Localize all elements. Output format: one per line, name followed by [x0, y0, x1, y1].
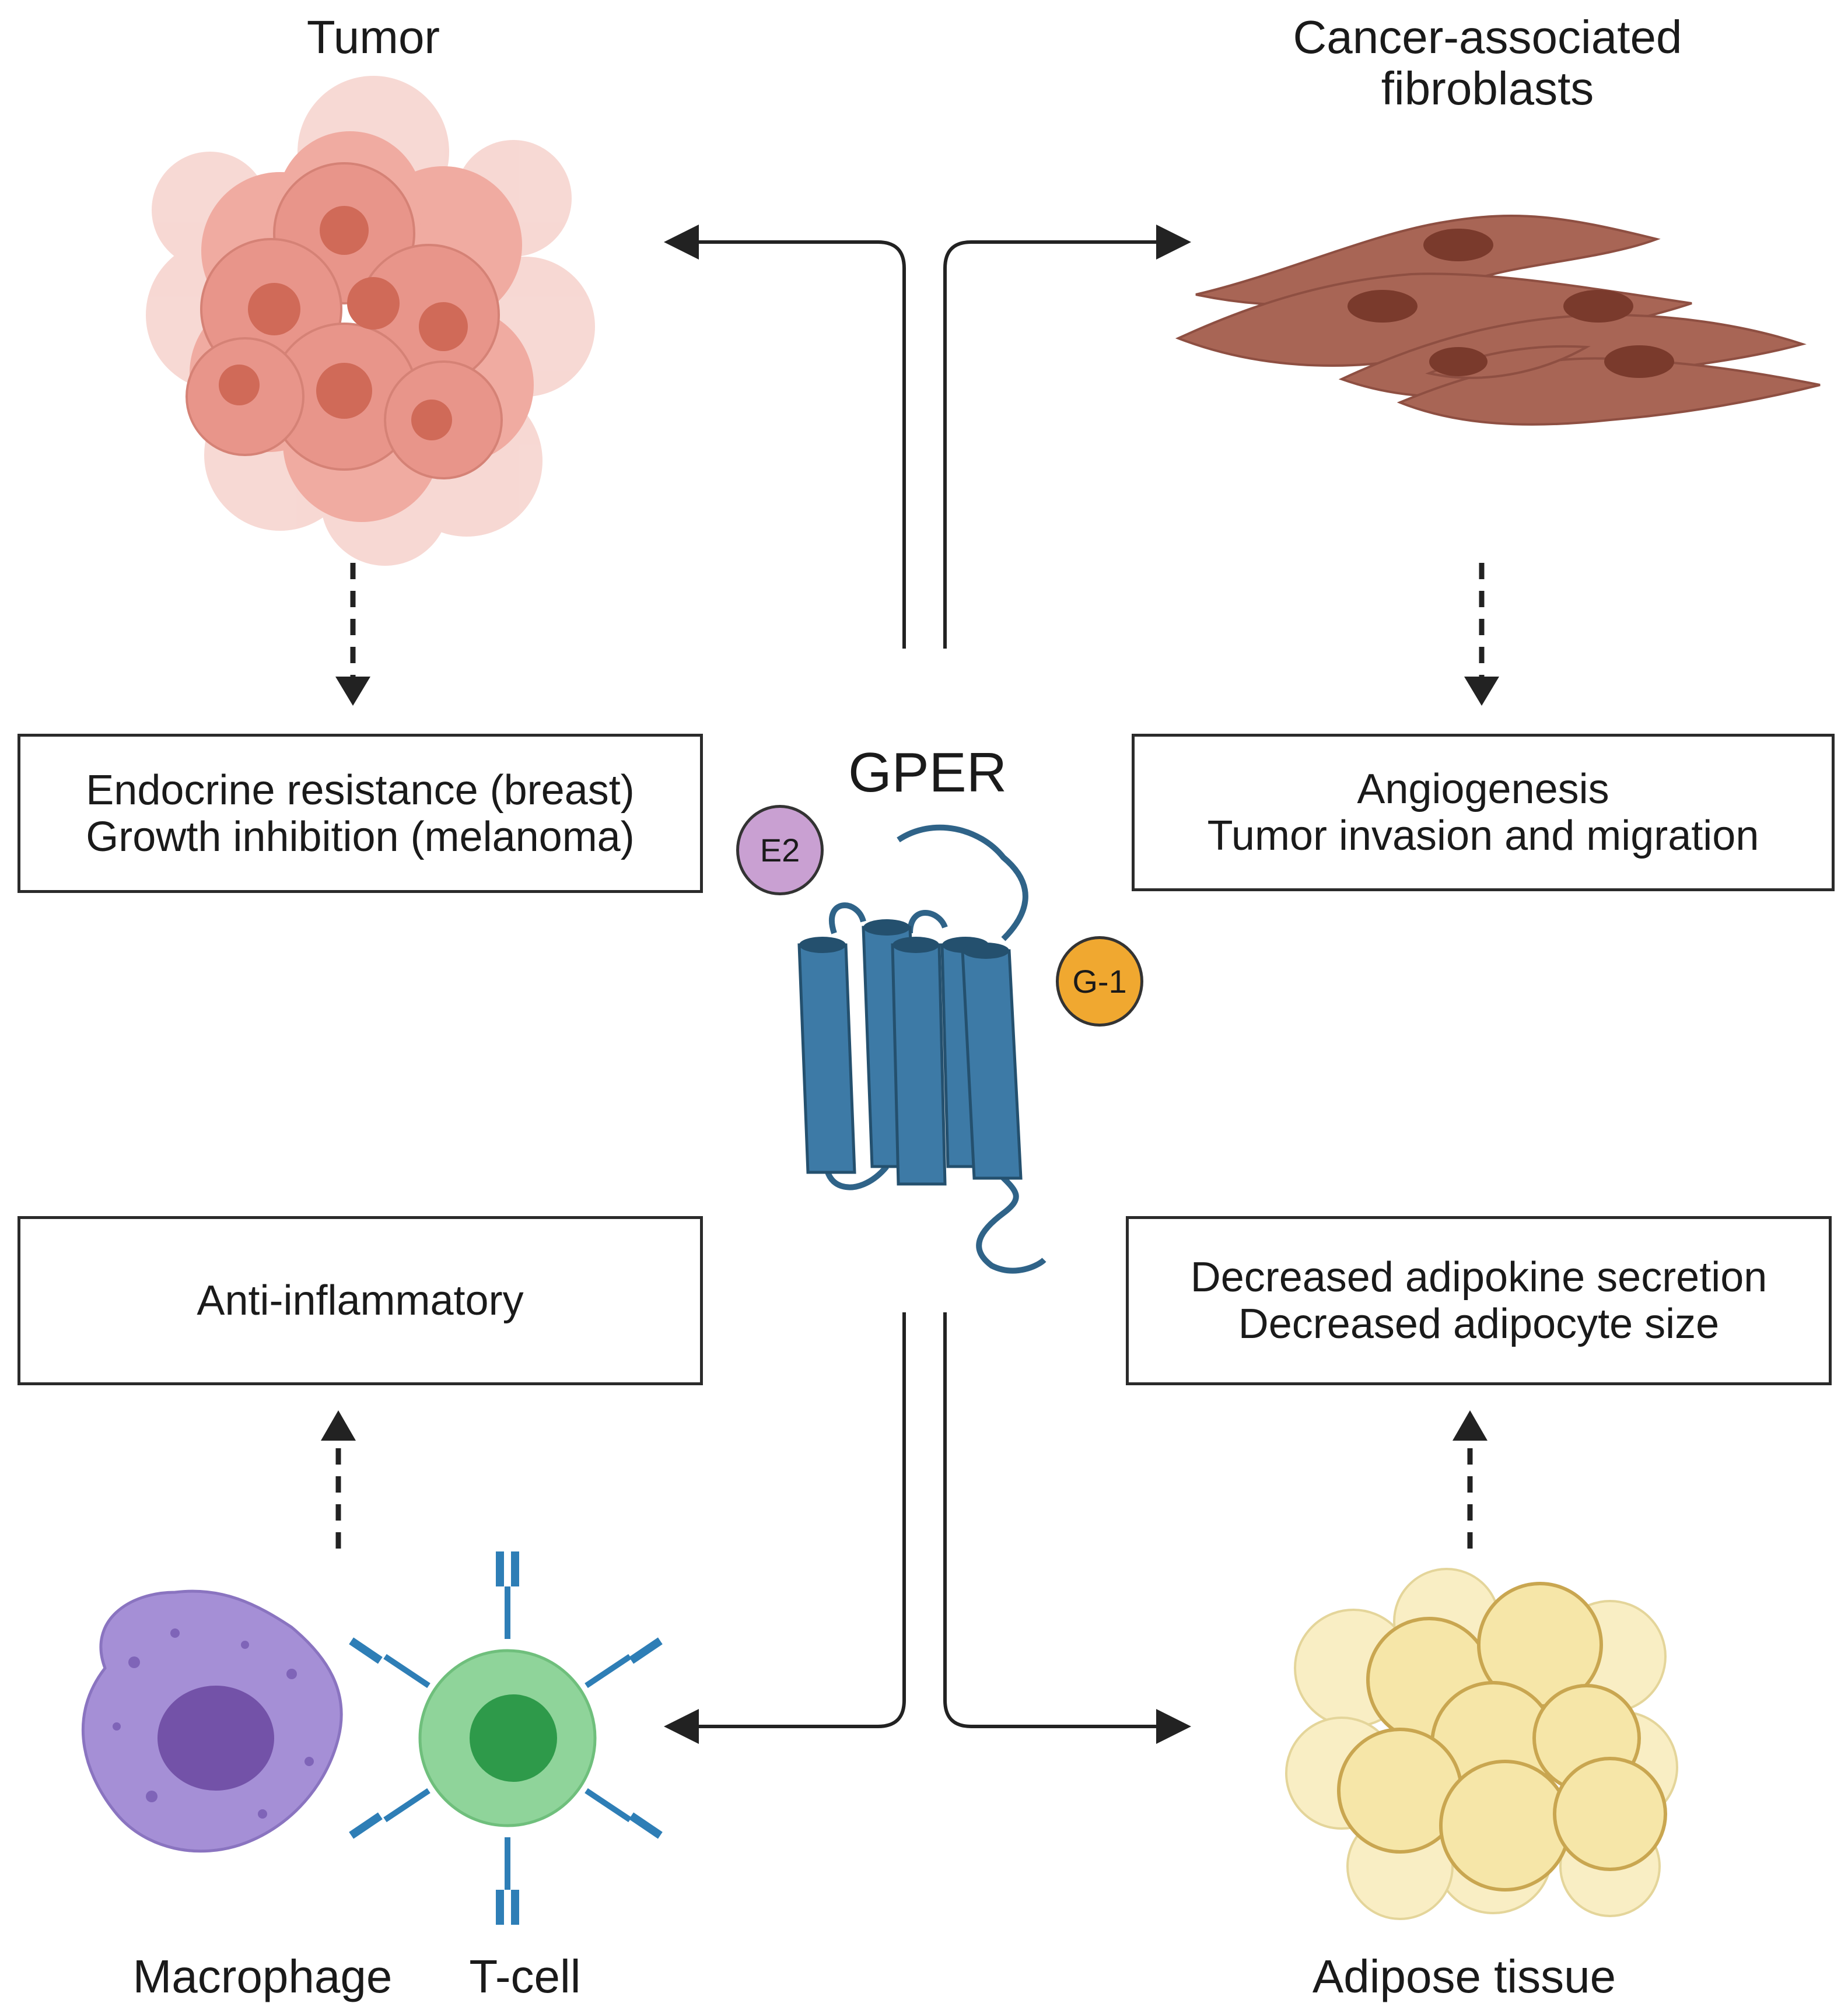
dashed-arrow-tumor	[335, 563, 370, 706]
tumor-cluster-icon	[146, 76, 595, 566]
macrophage-label: Macrophage	[132, 1950, 393, 2002]
immune-effect-1: Anti-inflammatory	[197, 1277, 524, 1324]
connector-fibroblasts	[943, 225, 1191, 649]
tumor-effect-2: Growth inhibition (melanoma)	[86, 813, 635, 860]
fibroblast-nuclei	[1348, 229, 1674, 378]
caf-label: Cancer-associated fibroblasts	[1190, 12, 1785, 114]
connector-immune	[664, 1312, 906, 1744]
adipose-label: Adipose tissue	[1312, 1950, 1616, 2002]
caf-label-line2: fibroblasts	[1381, 62, 1594, 114]
adipose-tissue-icon	[1285, 1568, 1678, 1920]
tumor-label: Tumor	[306, 11, 440, 63]
caf-effect-1: Angiogenesis	[1357, 766, 1609, 812]
tcell-label: T-cell	[469, 1950, 581, 2002]
caf-effects-box: Angiogenesis Tumor invasion and migratio…	[1132, 734, 1835, 891]
t-cell-icon	[349, 1551, 663, 1925]
macrophage-icon	[81, 1589, 343, 1853]
adipose-effects-box: Decreased adipokine secretion Decreased …	[1126, 1216, 1832, 1385]
tumor-effect-1: Endocrine resistance (breast)	[86, 766, 635, 814]
gper-receptor-icon	[797, 824, 1046, 1274]
dashed-arrow-fibroblasts	[1464, 563, 1499, 706]
g1-ligand: G-1	[1056, 936, 1143, 1027]
adipose-effect-1: Decreased adipokine secretion	[1190, 1254, 1768, 1301]
dashed-arrow-immune	[321, 1410, 356, 1549]
connector-adipose	[943, 1312, 1191, 1744]
gper-label: GPER	[848, 741, 1007, 804]
caf-label-line1: Cancer-associated	[1293, 11, 1682, 63]
tumor-effects-box: Endocrine resistance (breast) Growth inh…	[18, 734, 703, 893]
e2-ligand: E2	[736, 805, 824, 895]
immune-effects-box: Anti-inflammatory	[18, 1216, 703, 1385]
dashed-arrow-adipose	[1452, 1410, 1488, 1549]
connector-tumor	[664, 225, 906, 649]
fibroblasts-icon	[1175, 215, 1821, 426]
adipose-effect-2: Decreased adipocyte size	[1238, 1301, 1720, 1347]
caf-effect-2: Tumor invasion and migration	[1207, 812, 1759, 859]
